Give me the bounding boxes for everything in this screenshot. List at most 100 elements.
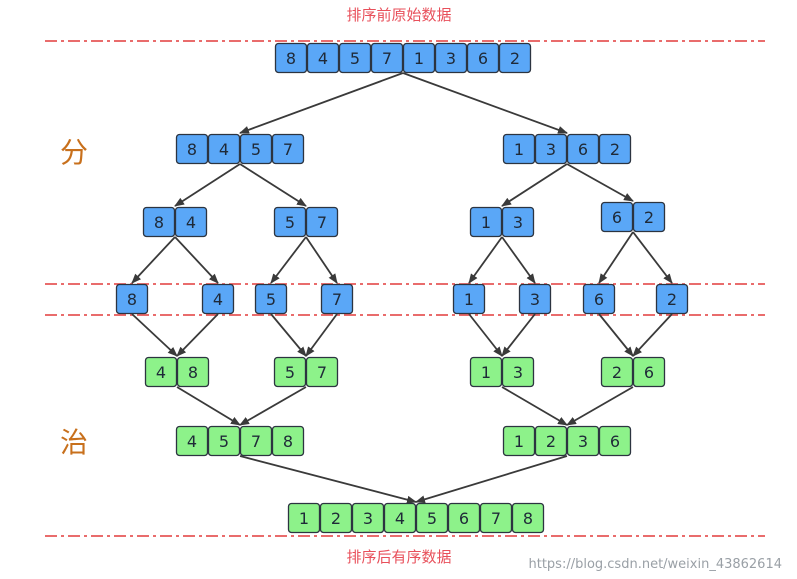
array-cell (447, 502, 481, 534)
array-cell-value: 1 (464, 290, 474, 309)
array-cell (518, 283, 552, 315)
array-group-m2a: 4 5 7 8 (175, 425, 305, 457)
array-cell (534, 133, 568, 165)
arrow-l8-to-m1d (632, 313, 673, 357)
array-cell-value: 6 (644, 363, 654, 382)
array-cell-value: 5 (285, 213, 295, 232)
array-cell (566, 425, 600, 457)
array-cell (254, 283, 288, 315)
array-cell-value: 2 (546, 432, 556, 451)
array-group-l2: 4 (201, 283, 235, 315)
array-cell-value: 5 (427, 509, 437, 528)
array-cell (175, 133, 209, 165)
array-cell-value: 2 (331, 509, 341, 528)
array-cell-value: 3 (578, 432, 588, 451)
array-cell-value: 4 (395, 509, 405, 528)
array-cell-value: 5 (285, 363, 295, 382)
array-cell-value: 3 (546, 140, 556, 159)
array-cell-value: 8 (283, 432, 293, 451)
array-cell-value: 7 (251, 432, 261, 451)
array-cell (655, 283, 689, 315)
array-cell (501, 206, 535, 238)
arrow-s2c-to-l5 (468, 236, 503, 284)
arrow-s2d-to-l8 (632, 231, 673, 284)
arrow-m2b-to-m3 (415, 455, 568, 504)
array-cell-value: 2 (510, 49, 520, 68)
array-cell (466, 42, 500, 74)
array-cell (274, 42, 308, 74)
arrow-l2-to-m1a (176, 313, 219, 357)
array-cell-value: 3 (363, 509, 373, 528)
array-cell-value: 8 (523, 509, 533, 528)
label-divide: 分 (60, 136, 88, 169)
arrow-s2b-to-l4 (305, 236, 338, 284)
array-group-l3: 5 (254, 283, 288, 315)
array-cell (383, 502, 417, 534)
array-cell (632, 201, 666, 233)
array-cell-value: 7 (317, 363, 327, 382)
arrow-s1b-to-s2c (501, 163, 568, 207)
array-cell (600, 201, 634, 233)
array-cell (582, 283, 616, 315)
arrow-l6-to-m1c (501, 313, 536, 357)
array-cell-value: 6 (578, 140, 588, 159)
array-cell-value: 2 (667, 290, 677, 309)
array-cell (502, 425, 536, 457)
array-cell (598, 133, 632, 165)
array-cell-value: 7 (491, 509, 501, 528)
array-cell (305, 356, 339, 388)
array-cell (207, 425, 241, 457)
array-cell-value: 6 (594, 290, 604, 309)
array-cell (239, 425, 273, 457)
array-cell-value: 3 (446, 49, 456, 68)
array-cell (144, 356, 178, 388)
array-group-l8: 2 (655, 283, 689, 315)
array-cell (501, 356, 535, 388)
array-cell-value: 6 (459, 509, 469, 528)
array-cell-value: 4 (156, 363, 166, 382)
array-cell (176, 356, 210, 388)
array-cell-value: 5 (266, 290, 276, 309)
array-cell (174, 206, 208, 238)
array-cell-value: 1 (414, 49, 424, 68)
array-cell-value: 8 (188, 363, 198, 382)
array-cell-value: 4 (187, 432, 197, 451)
array-cell (566, 133, 600, 165)
array-cell (287, 502, 321, 534)
array-cell (498, 42, 532, 74)
watermark: https://blog.csdn.net/weixin_43862614 (528, 557, 782, 572)
array-cell (142, 206, 176, 238)
array-cell (434, 42, 468, 74)
array-cell (632, 356, 666, 388)
array-group-l7: 6 (582, 283, 616, 315)
array-cell (175, 425, 209, 457)
arrow-l7-to-m1d (598, 313, 634, 357)
array-cell (201, 283, 235, 315)
arrow-s2b-to-l3 (270, 236, 307, 284)
array-cell-value: 1 (481, 213, 491, 232)
array-cell (534, 425, 568, 457)
array-cell-value: 8 (187, 140, 197, 159)
array-cell-value: 5 (251, 140, 261, 159)
array-cell-value: 2 (610, 140, 620, 159)
array-cell-value: 4 (186, 213, 196, 232)
arrow-s2c-to-l6 (501, 236, 536, 284)
arrow-l4-to-m1b (305, 313, 338, 357)
array-cell (273, 206, 307, 238)
title-top: 排序前原始数据 (346, 6, 451, 24)
array-cell-value: 5 (219, 432, 229, 451)
array-group-l6: 3 (518, 283, 552, 315)
array-group-l1: 8 (115, 283, 149, 315)
array-cell (306, 42, 340, 74)
arrow-l3-to-m1b (270, 313, 307, 357)
